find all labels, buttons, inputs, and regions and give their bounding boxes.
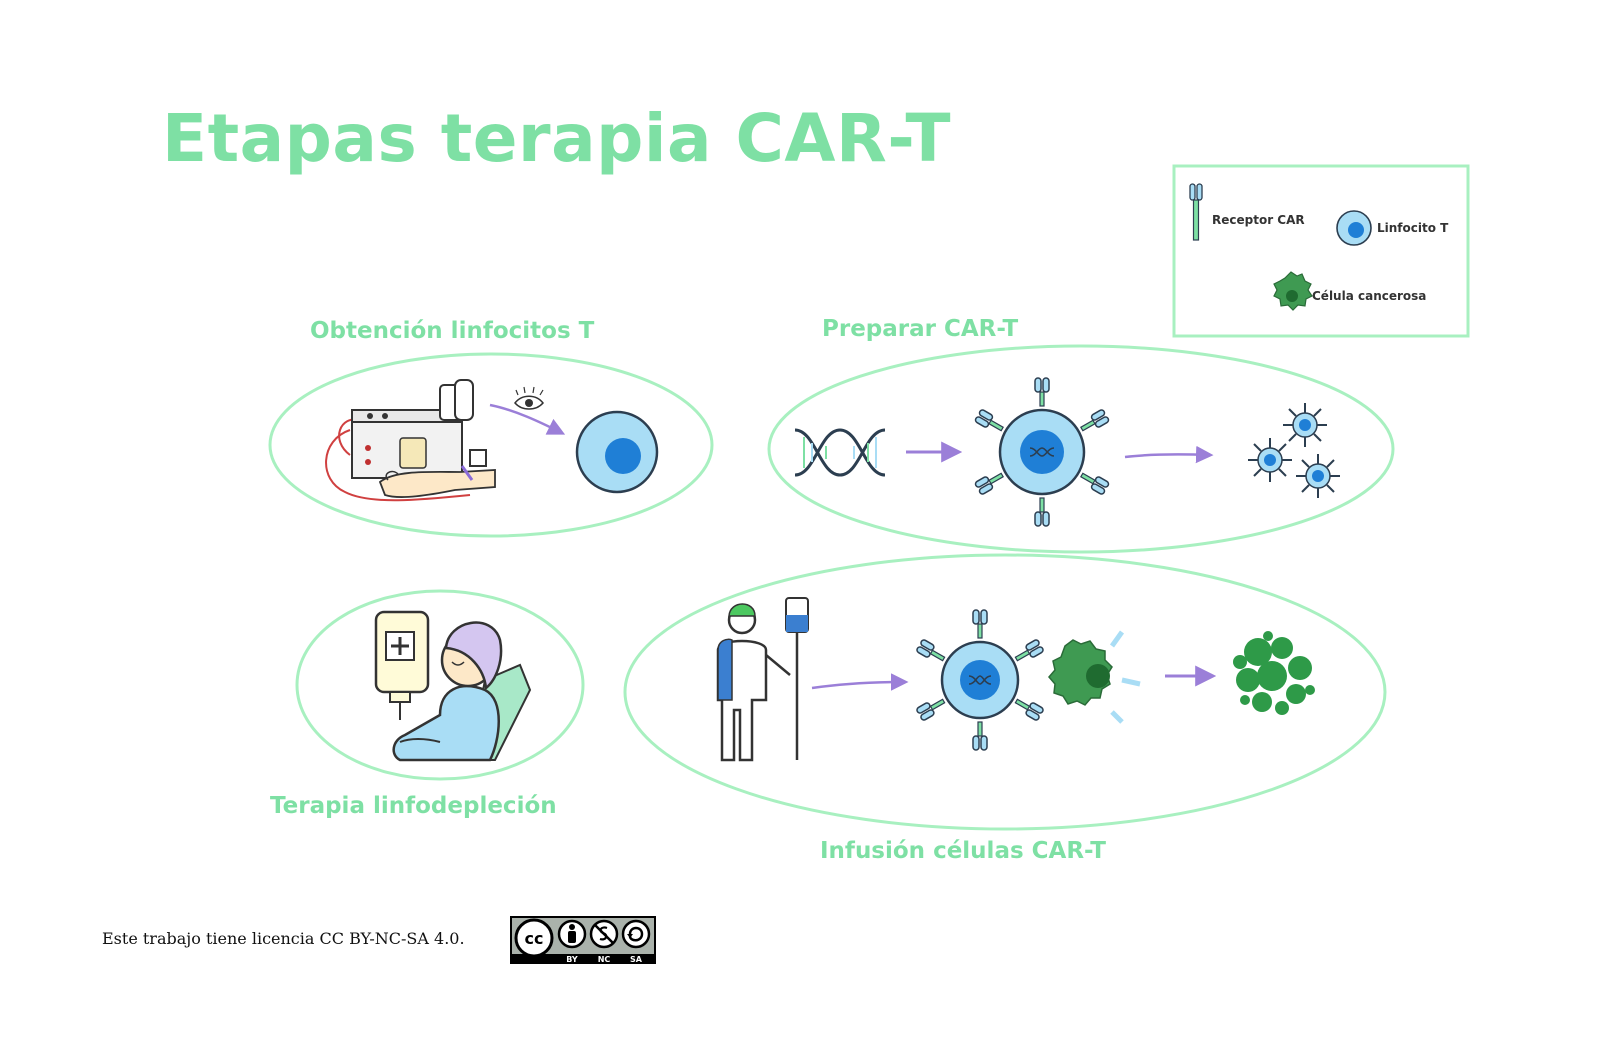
legend-label-cancer: Célula cancerosa: [1312, 289, 1426, 303]
legend: Receptor CAR Linfocito T Célula canceros…: [1172, 164, 1470, 338]
car-receptor-icon: [1189, 183, 1203, 241]
car-t-cell-attacking-icon: [915, 609, 1045, 751]
t-cell-icon: [1336, 210, 1372, 246]
destroyed-cancer-cell-icon: [1233, 631, 1315, 715]
by-icon: [557, 919, 587, 949]
page-title: Etapas terapia CAR-T: [162, 100, 952, 177]
cc-icon: [514, 918, 554, 958]
cc-icon-label: cc: [525, 929, 544, 948]
arrow-obtencion: [489, 403, 566, 435]
arrow-preparar-2: [1124, 445, 1214, 464]
license-text: Este trabajo tiene licencia CC BY-NC-SA …: [102, 929, 465, 948]
doctor-icon: [716, 603, 791, 762]
iv-bag-icon: [374, 610, 430, 720]
t-cell-large-icon: [575, 410, 659, 494]
car-t-cell-large-icon: [973, 377, 1111, 527]
patient-icon: [392, 621, 532, 762]
stage-label-linfodeplecion: Terapia linfodepleción: [270, 793, 557, 819]
apheresis-machine-icon: [325, 379, 487, 502]
arrow-infusion-1: [811, 673, 909, 691]
arm-icon: [378, 465, 496, 498]
stage-label-infusion: Infusión células CAR-T: [820, 838, 1106, 864]
legend-label-linfocito: Linfocito T: [1377, 221, 1449, 235]
sa-label: SA: [630, 955, 643, 964]
nc-icon: [589, 919, 619, 949]
eye-icon: [514, 386, 544, 410]
legend-label-receptor: Receptor CAR: [1212, 213, 1305, 227]
stage-ellipse-infusion: [623, 553, 1387, 831]
stage-label-preparar: Preparar CAR-T: [822, 316, 1019, 342]
stage-ellipse-obtencion: [268, 352, 714, 538]
sa-icon: [621, 919, 651, 949]
stage-ellipse-linfodeplecion: [295, 589, 585, 781]
stage-ellipse-preparar: [767, 344, 1395, 554]
cancer-cell-target-icon: [1048, 630, 1141, 724]
nc-label: NC: [598, 955, 611, 964]
dna-icon: [794, 428, 886, 477]
car-t-cells-expanded-icon: [1247, 402, 1341, 499]
iv-stand-icon: [785, 597, 809, 760]
stage-label-obtencion: Obtención linfocitos T: [310, 318, 595, 344]
by-label: BY: [566, 955, 578, 964]
cancer-cell-icon: [1273, 271, 1313, 311]
cc-license-badge[interactable]: cc BY NC SA: [510, 916, 656, 964]
